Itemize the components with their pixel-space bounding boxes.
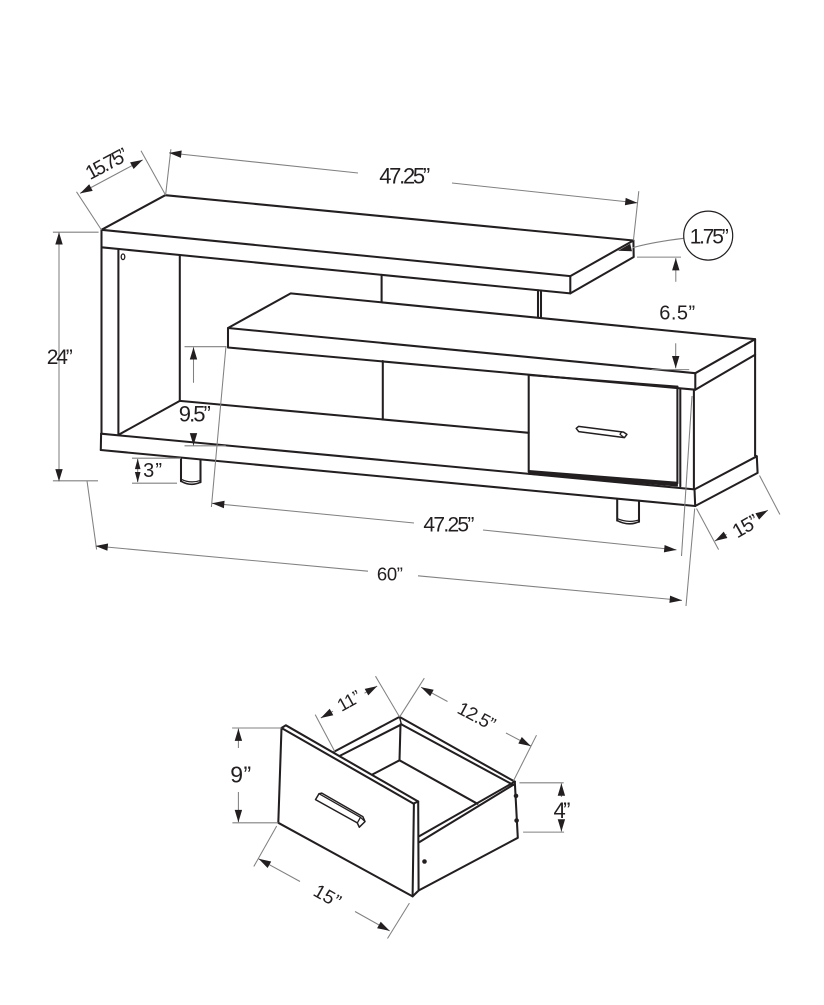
svg-text:47.25”: 47.25” bbox=[423, 514, 474, 537]
svg-text:24”: 24” bbox=[47, 346, 73, 369]
svg-text:3”: 3” bbox=[143, 460, 162, 482]
svg-text:9”: 9” bbox=[230, 762, 251, 788]
svg-text:60”: 60” bbox=[377, 564, 403, 585]
svg-text:1.75”: 1.75” bbox=[690, 226, 729, 249]
svg-text:6.5”: 6.5” bbox=[659, 303, 695, 325]
svg-text:47.25”: 47.25” bbox=[379, 164, 430, 189]
svg-text:9.5”: 9.5” bbox=[179, 402, 211, 427]
svg-text:4”: 4” bbox=[554, 798, 571, 823]
